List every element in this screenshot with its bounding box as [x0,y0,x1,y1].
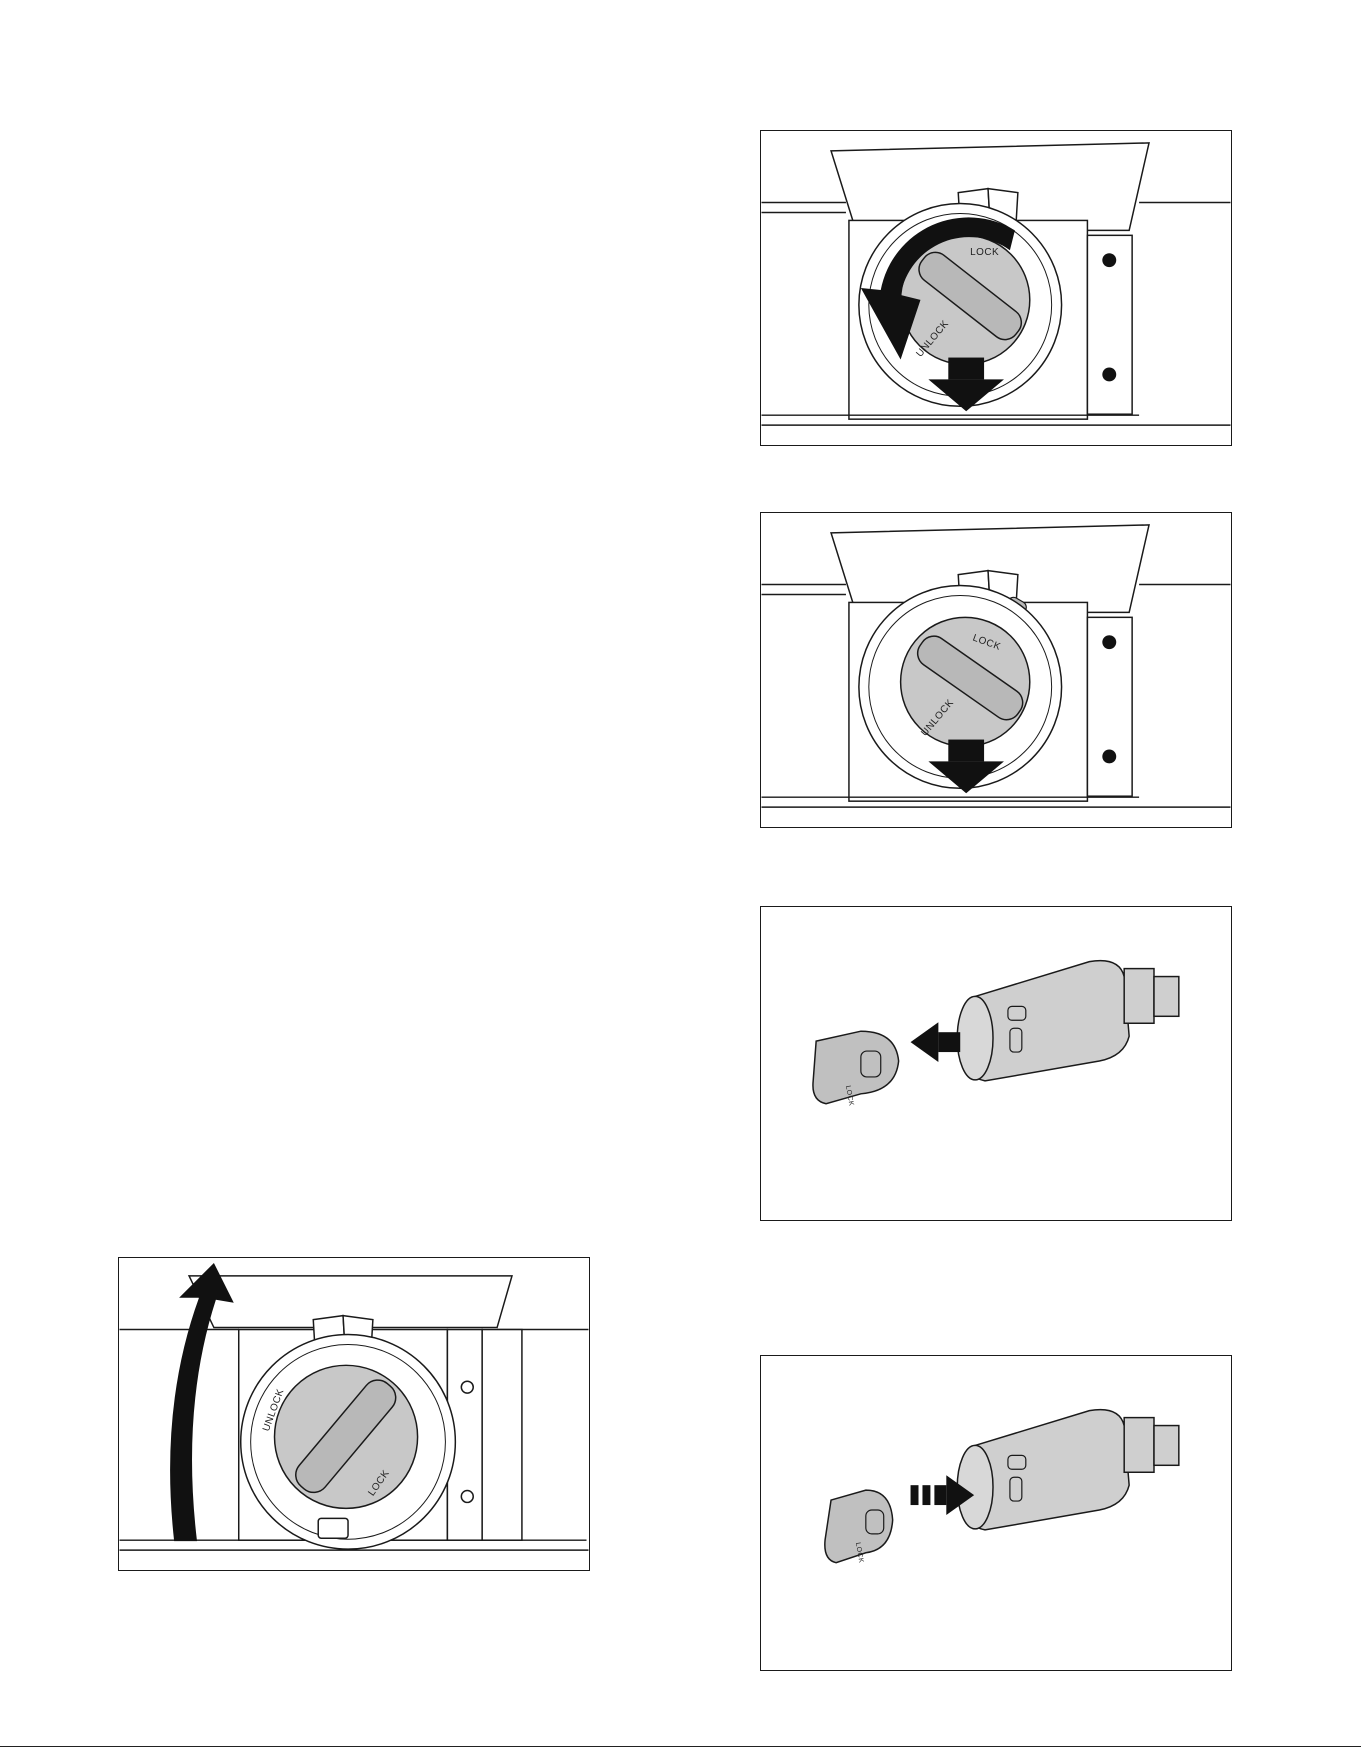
figure-remove-cap: LOCK [760,906,1232,1221]
screw-dot [1102,367,1116,381]
filter-housing-diagram: LOCK UNLOCK [761,513,1231,827]
screw-dot [461,1381,473,1393]
screw-dot [1102,635,1116,649]
left-arrow-icon [911,1022,939,1062]
page-bottom-rule [0,1746,1361,1747]
figure-pull-filter: LOCK UNLOCK [760,512,1232,828]
figure-rotate-dial: LOCK UNLOCK [760,130,1232,446]
filter-cartridge-diagram: LOCK [761,1356,1231,1670]
screw-dot [1102,253,1116,267]
screw-dot [461,1491,473,1503]
figure-attach-cap: LOCK [760,1355,1232,1671]
figure-close-cover: UNLOCK LOCK [118,1257,590,1571]
screw-dot [1102,749,1116,763]
dial-lock-label: LOCK [970,247,999,258]
filter-housing-diagram: UNLOCK LOCK [119,1258,589,1570]
filter-housing-diagram: LOCK UNLOCK [761,131,1231,445]
filter-cartridge-diagram: LOCK [761,907,1231,1220]
filter-cap [813,1031,899,1104]
